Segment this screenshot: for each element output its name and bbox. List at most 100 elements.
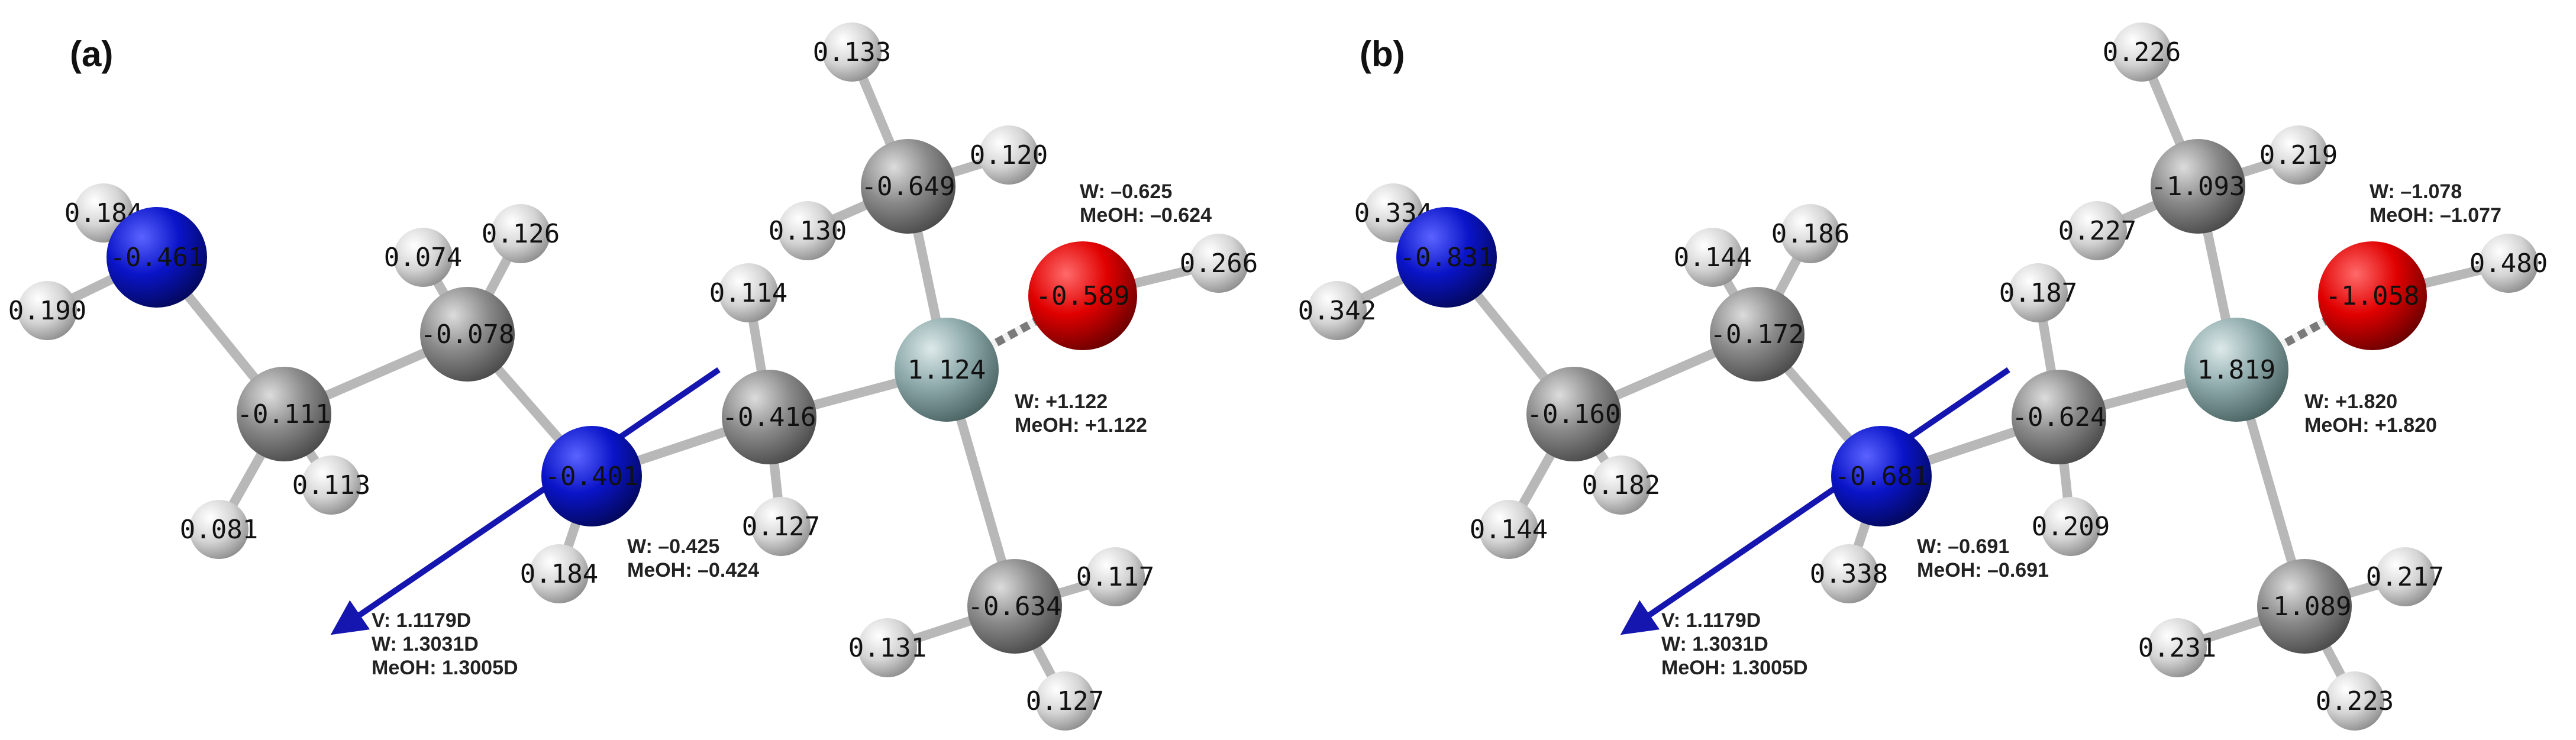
charge-label: 0.126 bbox=[482, 219, 560, 249]
annotation-nitrogen: W: –0.691 bbox=[1917, 535, 2009, 558]
annotation-dipole: W: 1.3031D bbox=[372, 633, 479, 655]
atom-h bbox=[1479, 500, 1538, 559]
annotation-nitrogen: W: –0.425 bbox=[627, 535, 719, 558]
atom-c bbox=[2151, 139, 2245, 234]
charge-label: 0.231 bbox=[2138, 633, 2216, 663]
atom-h bbox=[2375, 547, 2435, 606]
atom-h bbox=[2479, 234, 2538, 293]
charge-label: 0.217 bbox=[2366, 562, 2444, 592]
panel-b: (b)0.3340.3420.1820.1440.1440.1860.3380.… bbox=[1298, 22, 2548, 731]
charge-label: 0.226 bbox=[2103, 37, 2181, 67]
atom-h bbox=[751, 497, 811, 556]
charge-label: 0.133 bbox=[813, 37, 891, 67]
atom-h bbox=[2112, 22, 2171, 82]
charge-label: 0.131 bbox=[848, 633, 927, 663]
charge-label: 1.124 bbox=[908, 355, 986, 385]
charge-label: 0.209 bbox=[2032, 512, 2110, 542]
annotation-nitrogen: MeOH: –0.424 bbox=[627, 559, 759, 581]
charge-label: 1.819 bbox=[2197, 355, 2275, 385]
charge-label: -1.058 bbox=[2326, 281, 2420, 311]
atom-c bbox=[722, 370, 816, 464]
atom-n bbox=[1831, 426, 1932, 526]
atom-h bbox=[858, 618, 917, 677]
charge-label: -0.172 bbox=[1710, 319, 1805, 350]
charge-label: 0.223 bbox=[2316, 686, 2394, 716]
atom-c bbox=[420, 287, 515, 382]
atom-c bbox=[861, 139, 955, 234]
annotation-oxygen: MeOH: –1.077 bbox=[2370, 204, 2501, 227]
charge-label: -1.093 bbox=[2151, 172, 2245, 202]
atom-h bbox=[2148, 618, 2207, 677]
annotation-dipole: W: 1.3031D bbox=[1661, 633, 1768, 655]
charge-label: 0.127 bbox=[742, 512, 820, 542]
charge-label: -0.111 bbox=[237, 399, 331, 429]
atom-o bbox=[2318, 241, 2427, 350]
charge-label: -0.589 bbox=[1036, 281, 1130, 311]
atom-h bbox=[1819, 544, 1878, 603]
charge-label: 0.114 bbox=[709, 278, 787, 308]
atom-n bbox=[541, 426, 642, 526]
charge-label: 0.227 bbox=[2058, 216, 2136, 246]
atom-h bbox=[1086, 547, 1145, 606]
atom-c bbox=[967, 559, 1062, 654]
charge-label: 0.342 bbox=[1298, 296, 1376, 326]
annotation-silicon: W: +1.820 bbox=[2304, 390, 2397, 413]
charge-label: 0.127 bbox=[1026, 686, 1104, 716]
atom-h bbox=[2041, 497, 2100, 556]
annotation-dipole: V: 1.1179D bbox=[1661, 609, 1761, 632]
charge-label: 0.184 bbox=[520, 559, 598, 589]
annotation-dipole: MeOH: 1.3005D bbox=[1661, 657, 1808, 679]
charge-label: 0.266 bbox=[1180, 248, 1258, 279]
charge-label: 0.081 bbox=[180, 515, 258, 545]
annotation-oxygen: W: –1.078 bbox=[2370, 180, 2462, 203]
charge-label: 0.182 bbox=[1582, 470, 1660, 500]
atom-n bbox=[1396, 207, 1497, 308]
charge-label: 0.130 bbox=[769, 216, 847, 246]
atom-h bbox=[778, 201, 837, 260]
atom-h bbox=[1035, 671, 1095, 731]
charge-label: 0.338 bbox=[1810, 559, 1888, 589]
atom-h bbox=[2269, 125, 2328, 185]
charge-label: -0.624 bbox=[2012, 402, 2106, 432]
atom-h bbox=[719, 263, 778, 322]
charge-label: 0.190 bbox=[8, 296, 86, 326]
atom-c bbox=[1710, 287, 1805, 382]
atom-h bbox=[1683, 228, 1742, 287]
panel-label: (b) bbox=[1360, 34, 1405, 74]
charge-label: -0.649 bbox=[861, 172, 955, 202]
annotation-oxygen: MeOH: –0.624 bbox=[1080, 204, 1212, 227]
atom-h bbox=[393, 228, 453, 287]
atom-n bbox=[106, 207, 207, 308]
atom-h bbox=[302, 455, 361, 515]
charge-label: 0.144 bbox=[1470, 515, 1548, 545]
atom-h bbox=[2009, 263, 2068, 322]
dipole-arrow bbox=[1620, 367, 2010, 635]
charge-label: 0.074 bbox=[384, 243, 462, 273]
atom-c bbox=[1526, 367, 1621, 461]
atom-h bbox=[822, 22, 882, 82]
charge-label: -0.461 bbox=[110, 243, 204, 273]
annotation-silicon: MeOH: +1.122 bbox=[1015, 414, 1147, 437]
atom-h bbox=[18, 281, 77, 340]
annotation-silicon: MeOH: +1.820 bbox=[2304, 414, 2437, 437]
dipole-arrow bbox=[330, 367, 721, 635]
charge-label: 0.117 bbox=[1076, 562, 1154, 592]
atom-c bbox=[237, 367, 331, 461]
atom-h bbox=[979, 125, 1038, 185]
annotation-dipole: MeOH: 1.3005D bbox=[372, 657, 518, 679]
charge-label: -0.416 bbox=[722, 402, 816, 432]
charge-label: -0.401 bbox=[545, 461, 639, 492]
charge-label: 0.187 bbox=[1999, 278, 2077, 308]
charge-label: 0.120 bbox=[970, 140, 1048, 170]
charge-label: -0.160 bbox=[1527, 399, 1621, 429]
annotation-oxygen: W: –0.625 bbox=[1080, 180, 1172, 203]
atom-si bbox=[2184, 318, 2288, 422]
charge-label: -1.089 bbox=[2258, 592, 2352, 622]
atom-si bbox=[895, 318, 999, 422]
atom-o bbox=[1028, 241, 1137, 350]
annotation-dipole: V: 1.1179D bbox=[372, 609, 471, 632]
panel-label: (a) bbox=[70, 34, 113, 74]
charge-label: 0.219 bbox=[2259, 140, 2338, 170]
atom-h bbox=[530, 544, 589, 603]
atom-h bbox=[1308, 281, 1367, 340]
